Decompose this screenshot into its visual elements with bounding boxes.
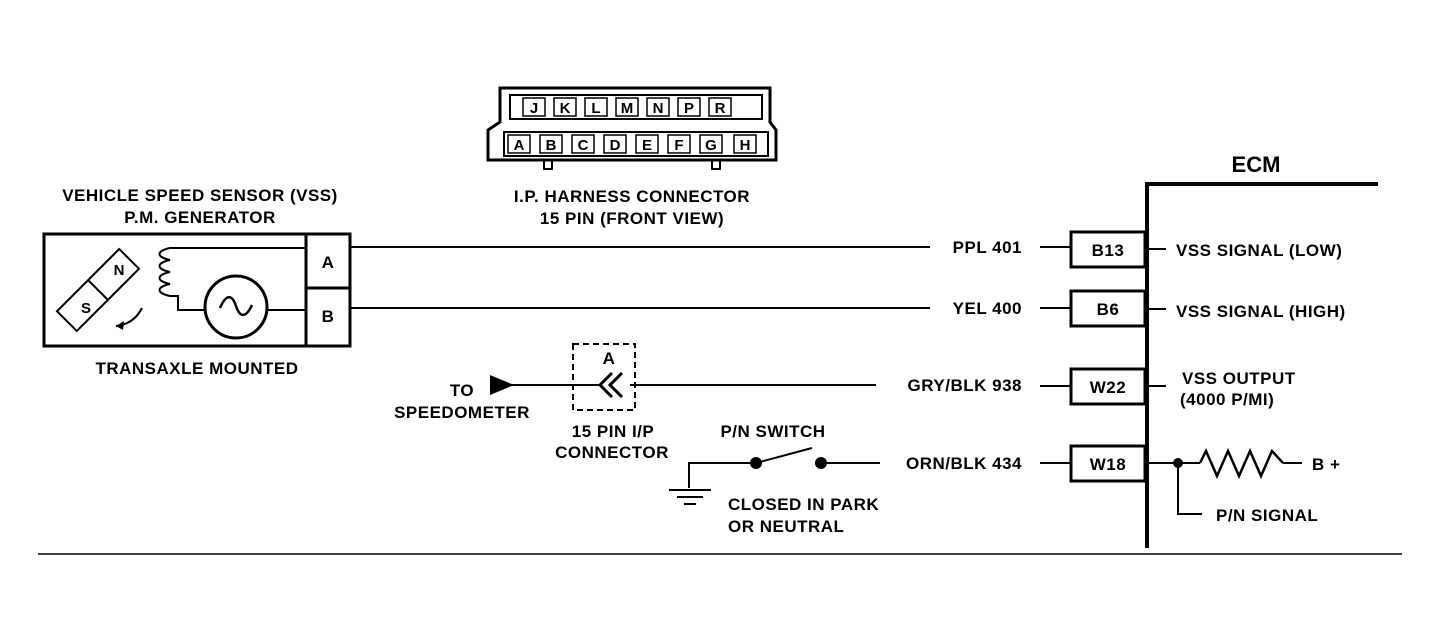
wire-label: ORN/BLK 434 [906,454,1022,473]
pin-label: P [684,100,694,117]
supply-label: B + [1312,455,1340,474]
ecm-signal-sublabel: (4000 P/MI) [1180,390,1274,409]
pn-switch-note-line2: OR NEUTRAL [728,517,844,536]
vehicle-speed-sensor: VEHICLE SPEED SENSOR (VSS) P.M. GENERATO… [42,186,352,378]
ground-icon [669,489,711,505]
wire-label: YEL 400 [953,299,1022,318]
rotation-arrow-icon [115,307,143,327]
ac-generator-icon [203,274,269,340]
ecm-pin-label: B13 [1092,241,1125,260]
vss-terminal-a: A [322,253,335,272]
ecm-signal-label: VSS SIGNAL (HIGH) [1176,302,1346,321]
ecm-pin-label: W22 [1090,378,1126,397]
vss-mount-label: TRANSAXLE MOUNTED [95,359,298,378]
ip-connector-sublabel: CONNECTOR [555,443,669,462]
ecm-signal-label: VSS OUTPUT [1182,369,1296,388]
pin-label: A [514,137,525,154]
pn-switch: P/N SWITCH CLOSED IN PARK OR NEUTRAL [669,422,879,536]
ip-connector: A 15 PIN I/P CONNECTOR TO SPEEDOMETER [394,343,669,462]
harness-connector-label: I.P. HARNESS CONNECTOR [514,187,750,206]
pin-label: K [560,100,571,117]
top-pin-row: J K L M N P R [522,97,732,117]
vss-terminal-b: B [322,307,335,326]
pin-label: B [546,137,557,154]
wire-label: PPL 401 [953,238,1022,257]
pin-label: E [642,137,652,154]
resistor-icon [1198,447,1284,480]
pin-label: L [591,100,600,117]
ecm-pin-label: B6 [1097,300,1120,319]
ecm-pin-label: W18 [1090,455,1126,474]
ecm-title: ECM [1232,152,1281,177]
pn-switch-title: P/N SWITCH [720,422,825,441]
wire-label: GRY/BLK 938 [908,376,1022,395]
harness-connector-sublabel: 15 PIN (FRONT VIEW) [540,209,724,228]
pin-label: F [674,137,683,154]
ecm-pin-box [1069,230,1147,269]
pn-signal-label: P/N SIGNAL [1216,506,1318,525]
vss-title: VEHICLE SPEED SENSOR (VSS) [62,186,338,205]
switch-contact-icon [755,447,813,464]
ip-connector-pin: A [603,349,616,368]
magnet-south-label: S [81,300,91,317]
pin-label: M [621,100,634,117]
wires: PPL 401 YEL 400 GRY/BLK 938 ORN/BLK 434 [350,238,1022,473]
ip-connector-label: 15 PIN I/P [572,422,654,441]
pin-label: R [715,100,726,117]
pin-label: G [705,137,717,154]
speedometer-label: TO [450,381,474,400]
bottom-pin-row: A B C D E F G H [507,134,757,154]
ecm: ECM B13 VSS SIGNAL (LOW) B6 VSS SIGNAL (… [1040,152,1378,548]
vss-subtitle: P.M. GENERATOR [124,208,276,227]
harness-connector: J K L M N P R A B C D E F [486,86,778,228]
magnet-icon: N S [55,247,143,333]
ecm-signal-label: VSS SIGNAL (LOW) [1176,241,1342,260]
pn-switch-note: CLOSED IN PARK [728,495,879,514]
speedometer-sublabel: SPEEDOMETER [394,403,530,422]
pin-label: N [653,100,664,117]
pin-label: C [578,137,589,154]
pickup-coil-icon [158,247,171,297]
pin-label: D [610,137,621,154]
pin-label: J [530,100,538,117]
magnet-north-label: N [114,262,125,279]
pin-label: H [740,137,751,154]
ecm-pin-box [1069,444,1147,483]
